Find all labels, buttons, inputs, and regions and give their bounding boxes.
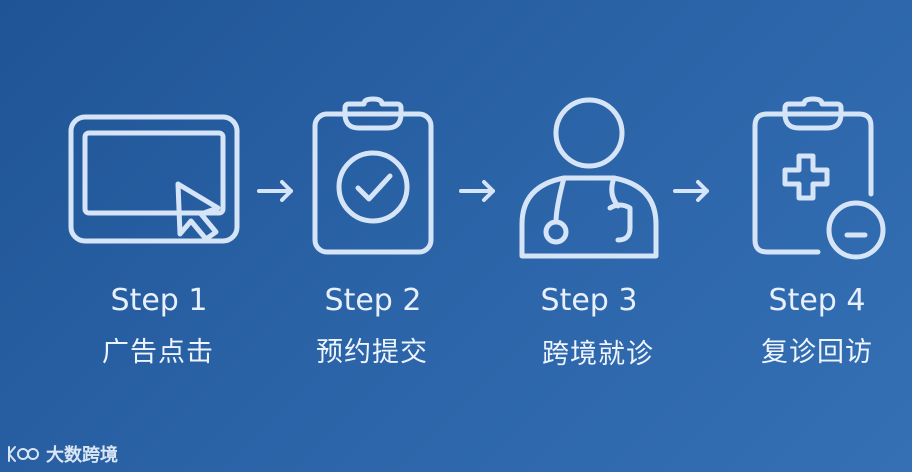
watermark-text: 大数跨境 (46, 445, 118, 466)
doctor-stethoscope-icon (519, 97, 659, 259)
arrow-right-icon (459, 180, 495, 202)
step-2-title: Step 2 (324, 283, 422, 318)
arrow-right-icon (257, 180, 293, 202)
step-3-desc: 跨境就诊 (542, 339, 654, 370)
clipboard-check-icon (312, 96, 434, 255)
step-1-desc: 广告点击 (102, 337, 214, 368)
step-2-desc: 预约提交 (316, 337, 428, 368)
tablet-cursor-icon (68, 114, 240, 244)
watermark: 大数跨境 (6, 440, 118, 468)
step-4-desc: 复诊回访 (761, 337, 873, 368)
step-1-title: Step 1 (110, 283, 208, 318)
step-3-title: Step 3 (540, 283, 638, 318)
arrow-right-icon (673, 180, 709, 202)
clipboard-cross-icon (752, 96, 886, 260)
brand-logo-icon (8, 446, 39, 462)
step-4-title: Step 4 (768, 283, 866, 318)
